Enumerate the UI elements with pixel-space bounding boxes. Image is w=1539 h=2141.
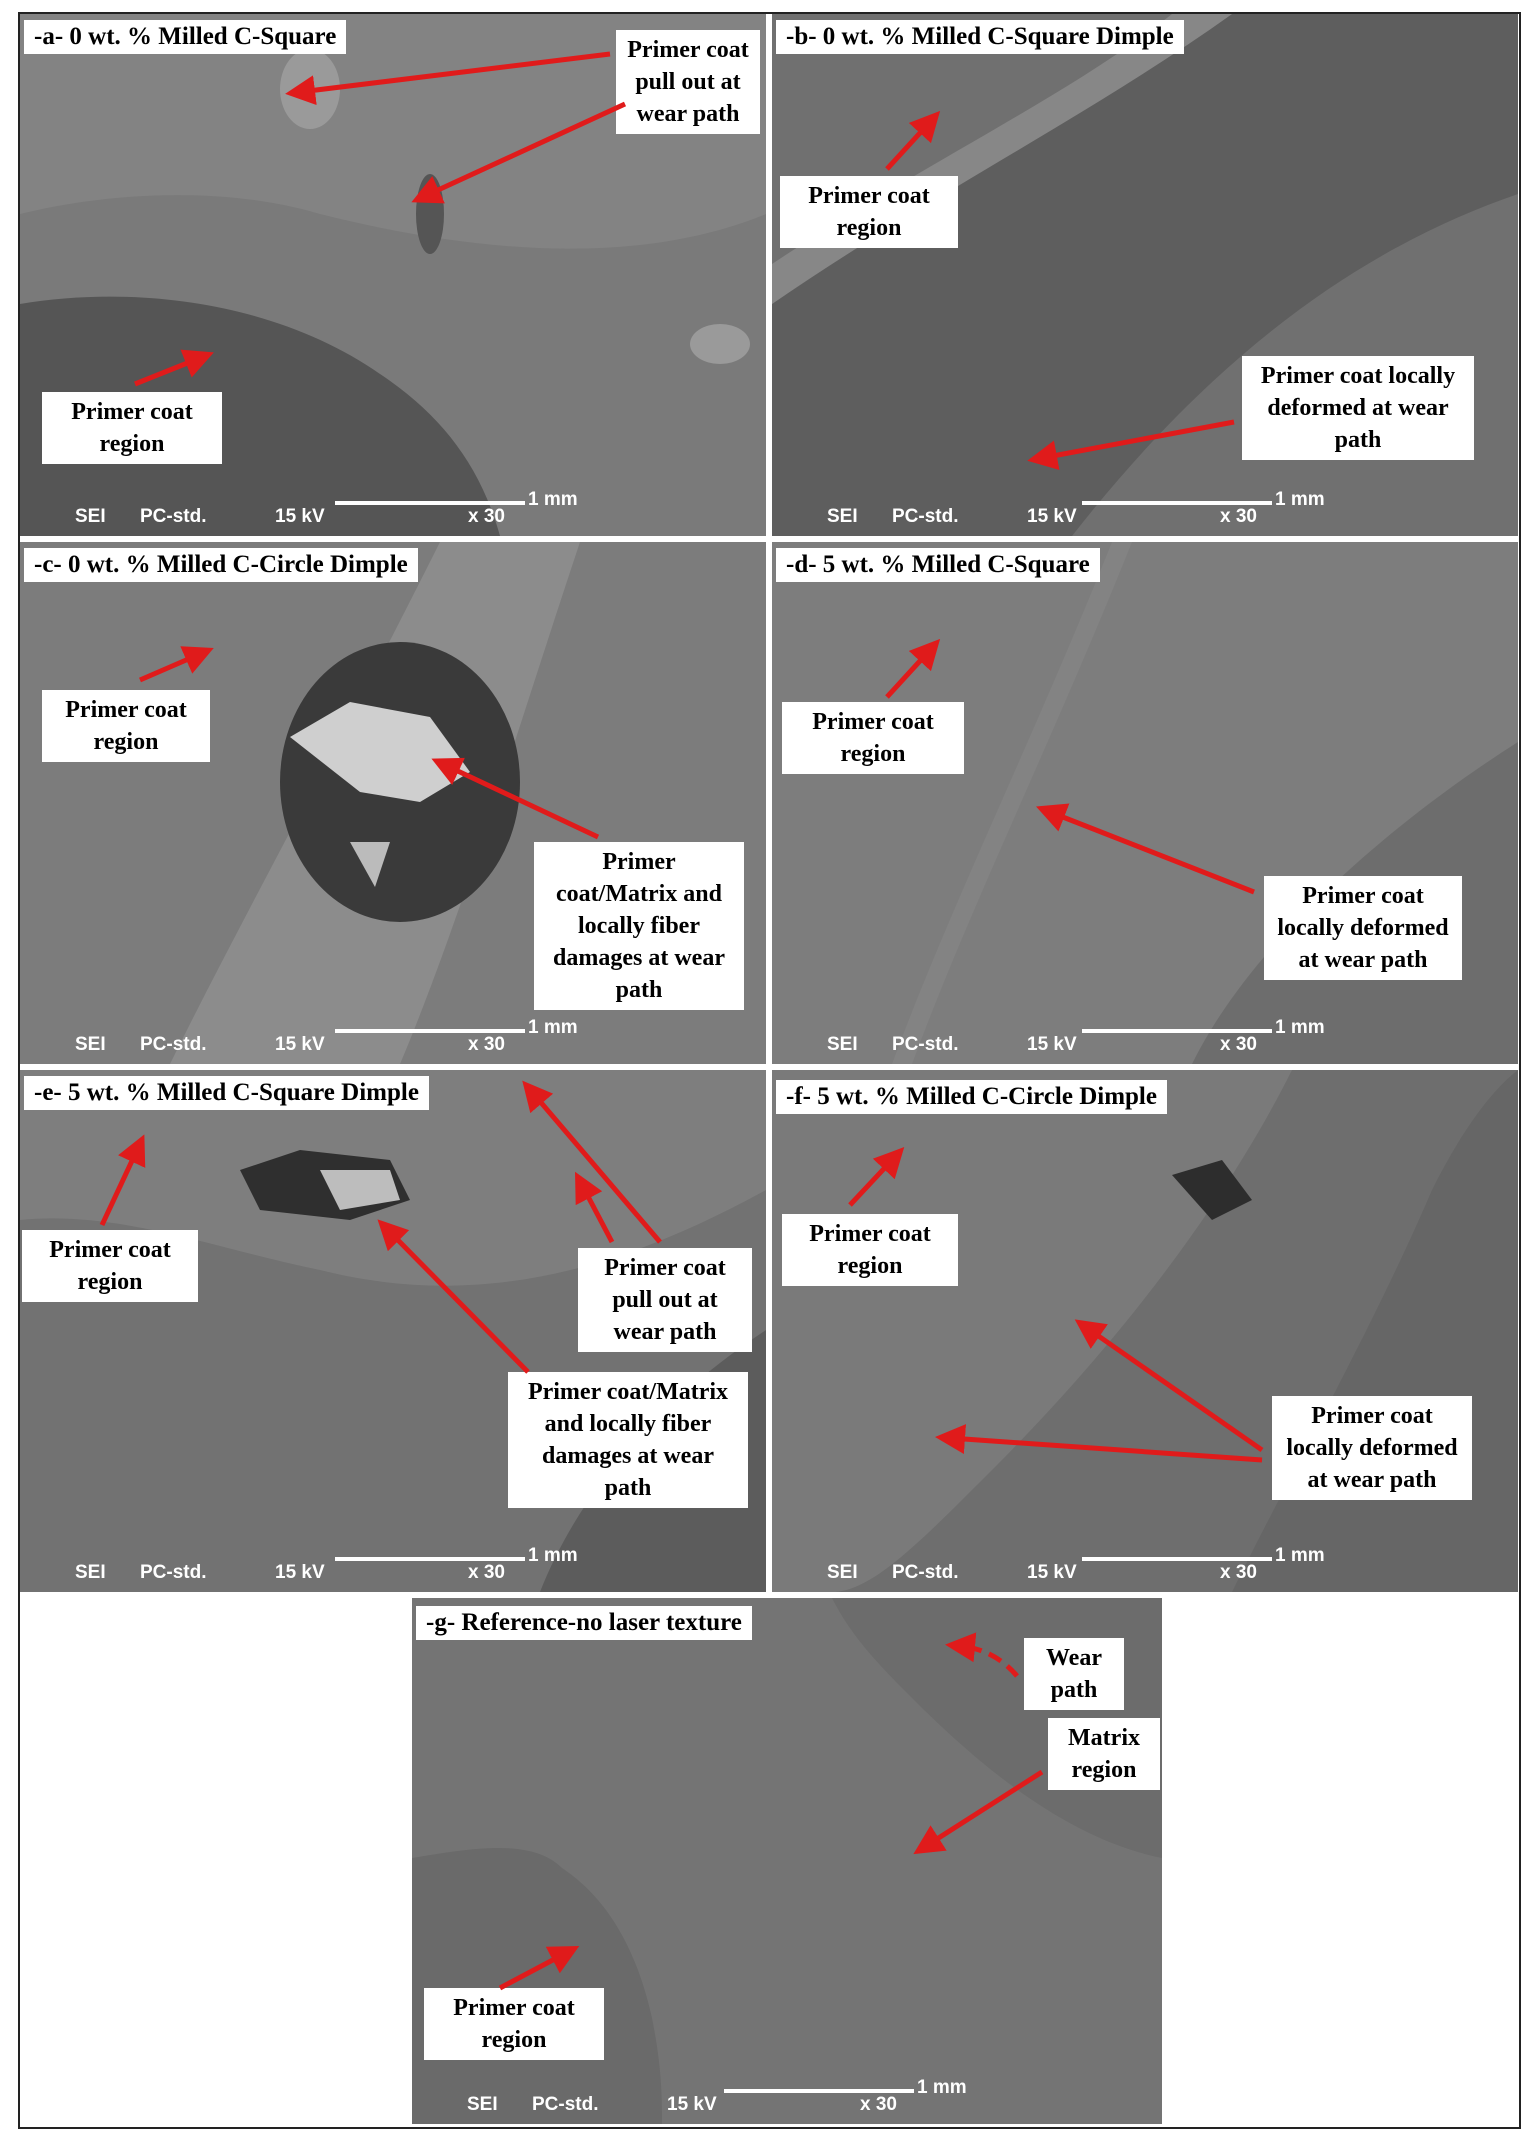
panel-e-label-damage: Primer coat/Matrix and locally fiber dam… — [508, 1372, 748, 1508]
panel-a-kv: 15 kV — [275, 506, 325, 527]
panel-b-mag: x 30 — [1220, 506, 1257, 527]
panel-f-footer: SEI PC-std. 15 kV x 30 — [772, 1554, 1518, 1584]
panel-g-title: -g- Reference-no laser texture — [416, 1606, 752, 1640]
panel-a-scalebar — [335, 501, 525, 505]
panel-d-pc: PC-std. — [892, 1034, 959, 1055]
sem-image-c — [20, 542, 766, 1064]
panel-c-footer: SEI PC-std. 15 kV x 30 — [20, 1026, 766, 1056]
panel-g-sei: SEI — [467, 2094, 498, 2115]
panel-e-title: -e- 5 wt. % Milled C-Square Dimple — [24, 1076, 429, 1110]
panel-f-title: -f- 5 wt. % Milled C-Circle Dimple — [776, 1080, 1167, 1114]
panel-d-sei: SEI — [827, 1034, 858, 1055]
panel-f-mag: x 30 — [1220, 1562, 1257, 1583]
panel-e-sei: SEI — [75, 1562, 106, 1583]
panel-a-scale: 1 mm — [528, 489, 578, 510]
panel-d: -d- 5 wt. % Milled C-Square Primer coat … — [772, 542, 1518, 1064]
panel-d-scalebar — [1082, 1029, 1272, 1033]
panel-c-sei: SEI — [75, 1034, 106, 1055]
panel-g-label-wear: Wear path — [1024, 1638, 1124, 1710]
panel-a-pc: PC-std. — [140, 506, 207, 527]
panel-e-pc: PC-std. — [140, 1562, 207, 1583]
panel-b-pc: PC-std. — [892, 506, 959, 527]
panel-f-sei: SEI — [827, 1562, 858, 1583]
panel-c-label-damage: Primer coat/Matrix and locally fiber dam… — [534, 842, 744, 1010]
panel-d-title: -d- 5 wt. % Milled C-Square — [776, 548, 1100, 582]
panel-e: -e- 5 wt. % Milled C-Square Dimple Prime… — [20, 1070, 766, 1592]
panel-a-mag: x 30 — [468, 506, 505, 527]
panel-b: -b- 0 wt. % Milled C-Square Dimple Prime… — [772, 14, 1518, 536]
panel-e-footer: SEI PC-std. 15 kV x 30 — [20, 1554, 766, 1584]
panel-g-pc: PC-std. — [532, 2094, 599, 2115]
panel-e-label-pullout: Primer coat pull out at wear path — [578, 1248, 752, 1352]
panel-e-kv: 15 kV — [275, 1562, 325, 1583]
panel-d-label-deformed: Primer coat locally deformed at wear pat… — [1264, 876, 1462, 980]
sem-image-d — [772, 542, 1518, 1064]
panel-b-kv: 15 kV — [1027, 506, 1077, 527]
panel-f-kv: 15 kV — [1027, 1562, 1077, 1583]
panel-b-label-deformed: Primer coat locally deformed at wear pat… — [1242, 356, 1474, 460]
panel-a-sei: SEI — [75, 506, 106, 527]
panel-c-title: -c- 0 wt. % Milled C-Circle Dimple — [24, 548, 418, 582]
panel-c-kv: 15 kV — [275, 1034, 325, 1055]
panel-a: -a- 0 wt. % Milled C-Square Primer coat … — [20, 14, 766, 536]
panel-g-kv: 15 kV — [667, 2094, 717, 2115]
panel-e-scale: 1 mm — [528, 1545, 578, 1566]
panel-a-title: -a- 0 wt. % Milled C-Square — [24, 20, 347, 54]
panel-c: -c- 0 wt. % Milled C-Circle Dimple Prime… — [20, 542, 766, 1064]
panel-b-title: -b- 0 wt. % Milled C-Square Dimple — [776, 20, 1184, 54]
panel-b-scalebar — [1082, 501, 1272, 505]
panel-e-mag: x 30 — [468, 1562, 505, 1583]
panel-a-label-primer: Primer coat region — [42, 392, 222, 464]
panel-g-footer: SEI PC-std. 15 kV x 30 — [412, 2086, 1162, 2116]
panel-c-label-primer: Primer coat region — [42, 690, 210, 762]
panel-c-scalebar — [335, 1029, 525, 1033]
panel-f-scale: 1 mm — [1275, 1545, 1325, 1566]
panel-d-mag: x 30 — [1220, 1034, 1257, 1055]
panel-e-label-primer: Primer coat region — [22, 1230, 198, 1302]
panel-e-scalebar — [335, 1557, 525, 1561]
panel-d-label-primer: Primer coat region — [782, 702, 964, 774]
panel-d-kv: 15 kV — [1027, 1034, 1077, 1055]
panel-g-scale: 1 mm — [917, 2077, 967, 2098]
panel-f-label-deformed: Primer coat locally deformed at wear pat… — [1272, 1396, 1472, 1500]
panel-d-scale: 1 mm — [1275, 1017, 1325, 1038]
panel-f-scalebar — [1082, 1557, 1272, 1561]
panel-c-mag: x 30 — [468, 1034, 505, 1055]
panel-g-scalebar — [724, 2089, 914, 2093]
panel-d-footer: SEI PC-std. 15 kV x 30 — [772, 1026, 1518, 1056]
panel-b-sei: SEI — [827, 506, 858, 527]
panel-f-label-primer: Primer coat region — [782, 1214, 958, 1286]
panel-a-footer: SEI PC-std. 15 kV x 30 — [20, 498, 766, 528]
sem-image-f — [772, 1070, 1518, 1592]
panel-g: -g- Reference-no laser texture Wear path… — [412, 1598, 1162, 2124]
panel-c-pc: PC-std. — [140, 1034, 207, 1055]
panel-f-pc: PC-std. — [892, 1562, 959, 1583]
panel-c-scale: 1 mm — [528, 1017, 578, 1038]
panel-g-label-matrix: Matrix region — [1048, 1718, 1160, 1790]
panel-f: -f- 5 wt. % Milled C-Circle Dimple Prime… — [772, 1070, 1518, 1592]
panel-b-footer: SEI PC-std. 15 kV x 30 — [772, 498, 1518, 528]
panel-b-label-primer: Primer coat region — [780, 176, 958, 248]
panel-b-scale: 1 mm — [1275, 489, 1325, 510]
panel-g-mag: x 30 — [860, 2094, 897, 2115]
panel-g-label-primer: Primer coat region — [424, 1988, 604, 2060]
panel-a-label-pullout: Primer coat pull out at wear path — [616, 30, 760, 134]
